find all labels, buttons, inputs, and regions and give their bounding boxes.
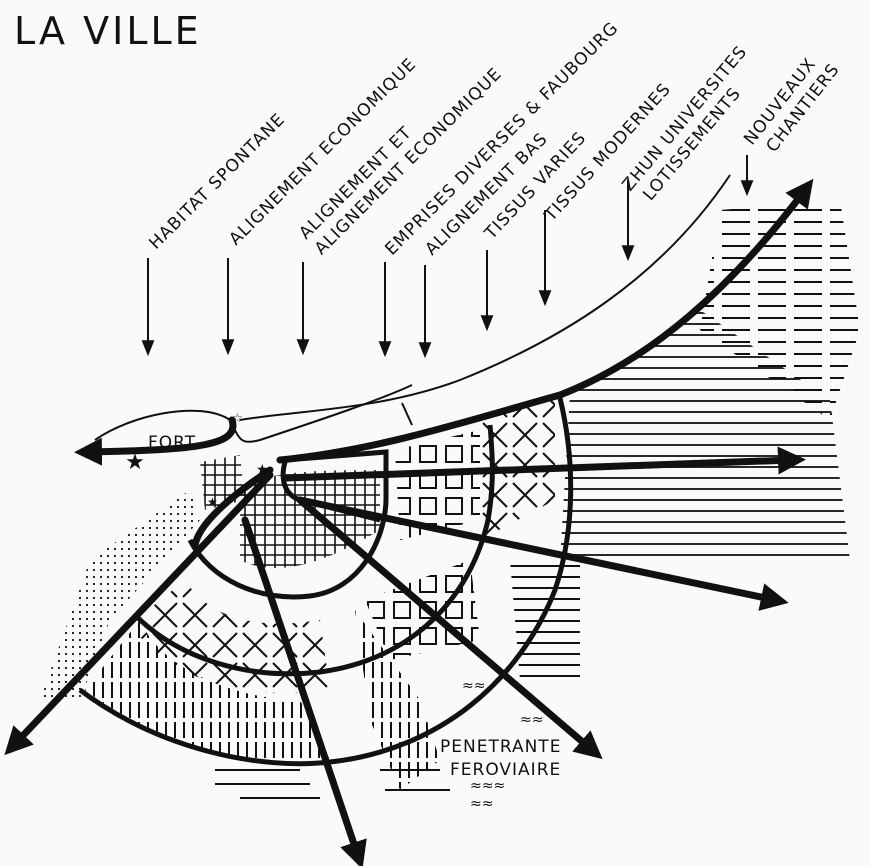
lower-hatching <box>215 769 450 799</box>
wave-icons: ≈≈ ≈≈ ≈≈≈ ≈≈ <box>462 678 543 812</box>
jetty <box>401 402 413 426</box>
pointer-arrows <box>141 155 754 359</box>
zone-label-nouveaux: NOUVEAUX CHANTIERS <box>740 54 844 156</box>
zone-textures <box>40 200 860 790</box>
svg-text:≈≈: ≈≈ <box>462 678 485 694</box>
star-icon: ★ <box>207 495 218 509</box>
svg-text:≈≈≈: ≈≈≈ <box>470 778 505 794</box>
fort-label: FORT <box>148 433 196 453</box>
main-roads <box>4 178 814 866</box>
feroviaire-label: FEROVIAIRE <box>450 760 561 780</box>
coastline-east <box>239 174 731 421</box>
star-icon: ★ <box>256 463 269 478</box>
fort-star-icon: ★ <box>125 449 145 474</box>
penetrante-label: PENETRANTE <box>440 737 561 757</box>
svg-text:≈≈: ≈≈ <box>520 712 543 728</box>
map-title: LA VILLE <box>14 9 202 53</box>
svg-text:≈≈: ≈≈ <box>470 796 493 812</box>
star-icon: ☆ <box>232 411 243 425</box>
zone-label-habitat: HABITAT SPONTANE <box>145 110 289 254</box>
coastline <box>94 384 413 443</box>
svg-text:HABITAT SPONTANE: HABITAT SPONTANE <box>145 110 289 254</box>
